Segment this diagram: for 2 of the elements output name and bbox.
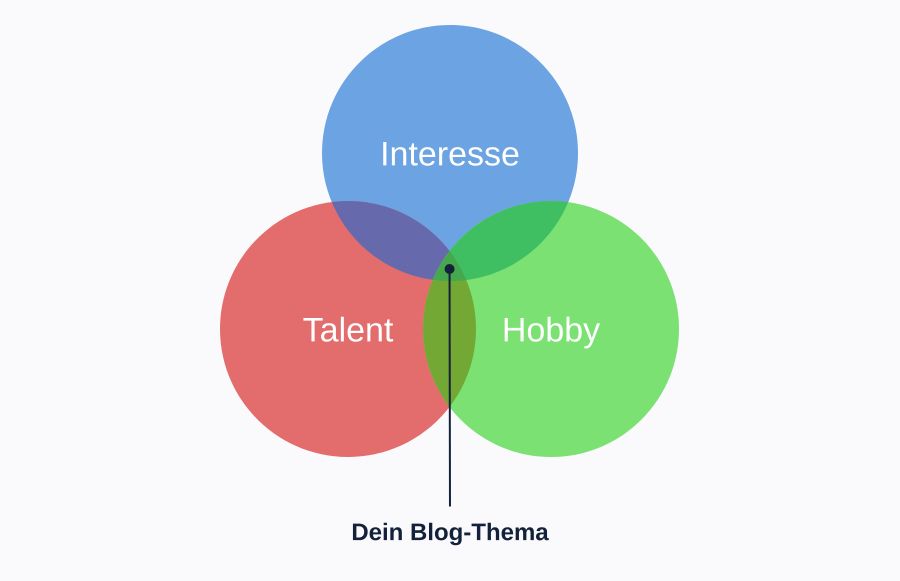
leader-line	[444, 264, 455, 507]
leader-label: Dein Blog-Thema	[352, 522, 549, 546]
